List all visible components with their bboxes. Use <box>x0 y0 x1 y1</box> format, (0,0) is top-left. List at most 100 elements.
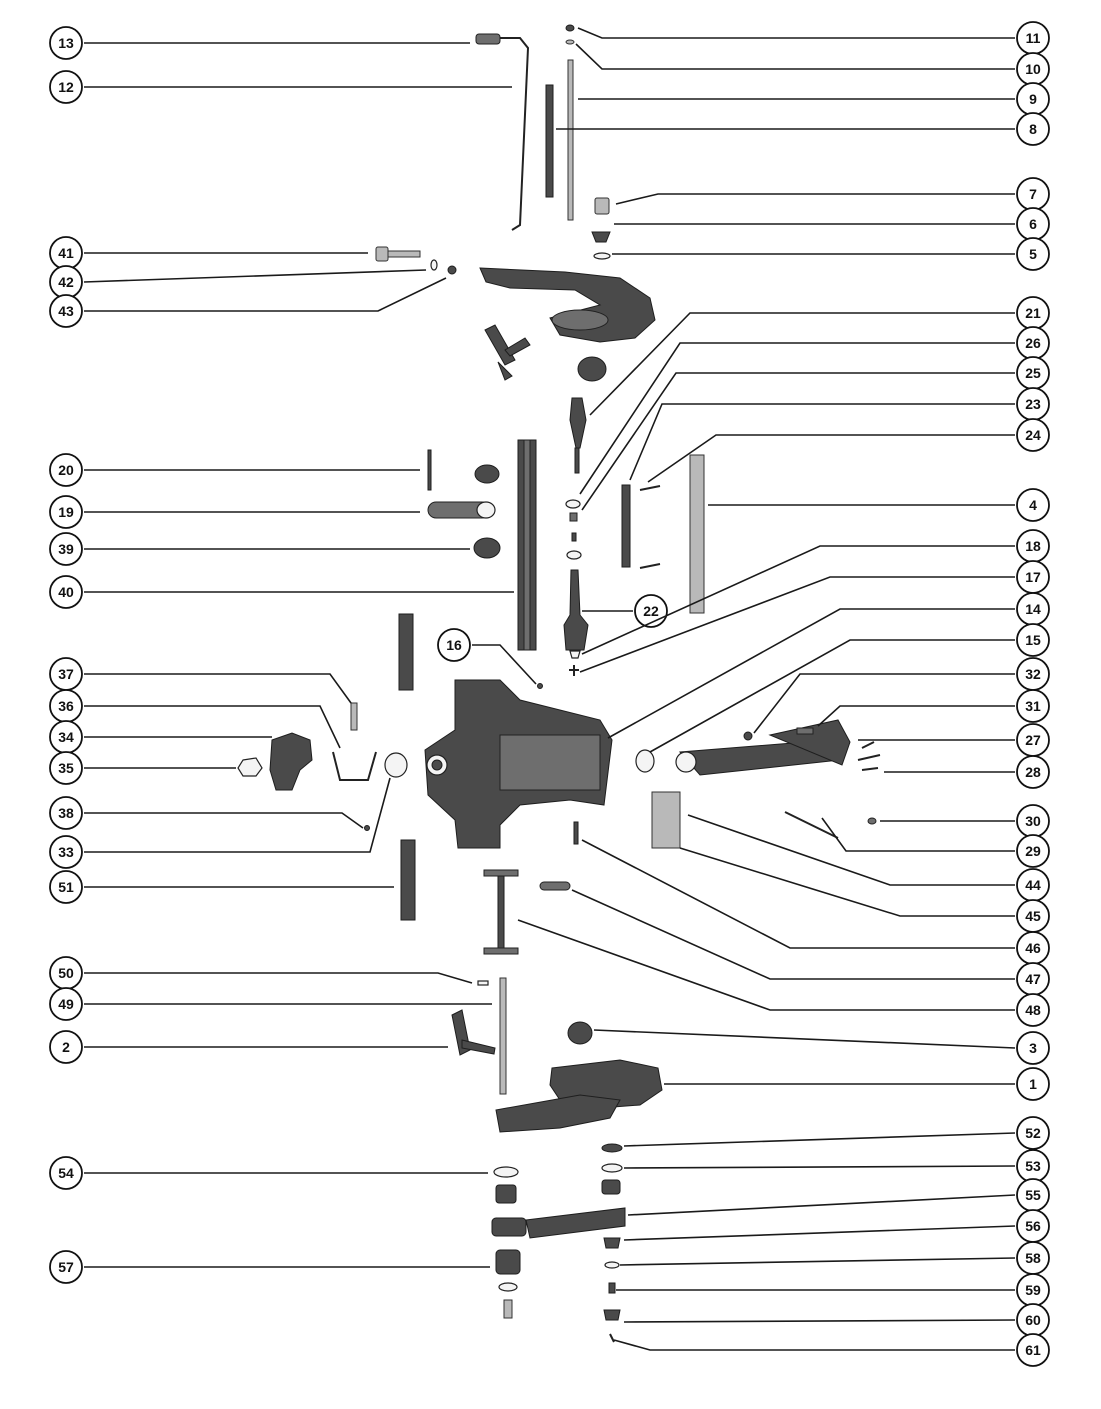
washer-part <box>565 39 575 45</box>
leader-line <box>571 889 1015 980</box>
callout-1: 1 <box>664 1067 1050 1101</box>
callout-31: 31 <box>817 689 1050 727</box>
leader-line <box>579 342 1015 495</box>
o-ring-part-b <box>566 550 582 560</box>
spring-part <box>427 501 496 519</box>
callout-number: 30 <box>1025 813 1041 829</box>
pin-part <box>427 449 432 491</box>
callout-bubble <box>49 495 83 529</box>
callout-35: 35 <box>49 751 236 785</box>
swivel-housing <box>424 679 613 849</box>
callout-number: 35 <box>58 760 74 776</box>
nut-part-6 <box>591 231 611 243</box>
nut-part-43 <box>447 265 457 275</box>
callout-number: 41 <box>58 245 74 261</box>
callout-3: 3 <box>593 1029 1050 1065</box>
callout-4: 4 <box>708 488 1050 522</box>
callout-48: 48 <box>517 919 1050 1027</box>
t-handle-upper <box>484 324 531 381</box>
callout-5: 5 <box>612 237 1050 271</box>
callout-51: 51 <box>49 870 394 904</box>
cotter-pin-lower <box>639 563 661 569</box>
callout-number: 58 <box>1025 1250 1041 1266</box>
shaft-part <box>545 84 554 198</box>
leader-line <box>84 972 473 984</box>
callout-number: 48 <box>1025 1002 1041 1018</box>
callout-bubble <box>1016 1333 1050 1367</box>
callout-number: 19 <box>58 504 74 520</box>
callout-number: 51 <box>58 879 74 895</box>
callout-number: 7 <box>1029 186 1037 202</box>
washer-part-5 <box>593 252 611 260</box>
plug-part <box>569 512 578 522</box>
callout-61: 61 <box>613 1333 1050 1367</box>
leader-line <box>517 919 1015 1011</box>
callout-number: 24 <box>1025 427 1041 443</box>
callout-34: 34 <box>49 720 272 754</box>
callout-number: 17 <box>1025 569 1041 585</box>
callout-number: 1 <box>1029 1076 1037 1092</box>
leader-line <box>581 372 1015 511</box>
link-arm-55 <box>491 1207 626 1239</box>
callout-25: 25 <box>581 356 1050 511</box>
pin-part-16 <box>537 683 543 689</box>
callout-26: 26 <box>579 326 1050 495</box>
leader-line <box>687 814 1015 886</box>
bolt-shank <box>387 250 421 258</box>
callout-54: 54 <box>49 1156 488 1190</box>
cross-part <box>569 665 579 676</box>
callout-bubble <box>49 796 83 830</box>
callout-bubble <box>49 1030 83 1064</box>
callout-number: 8 <box>1029 121 1037 137</box>
washer-part-52 <box>601 1143 623 1153</box>
callout-bubble <box>49 294 83 328</box>
callout-number: 42 <box>58 274 74 290</box>
bushing-part-39 <box>473 537 501 559</box>
screw-part-57 <box>503 1299 513 1319</box>
callout-bubble <box>1016 418 1050 452</box>
leader-line <box>623 1225 1016 1241</box>
callout-10: 10 <box>575 43 1050 86</box>
callout-number: 37 <box>58 666 74 682</box>
leader-line <box>84 705 341 749</box>
leader-line <box>84 812 364 829</box>
callout-number: 12 <box>58 79 74 95</box>
bolt-assembly-48 <box>483 869 519 955</box>
callout-21: 21 <box>589 296 1050 416</box>
callout-number: 53 <box>1025 1158 1041 1174</box>
leader-line <box>619 1257 1016 1266</box>
callout-55: 55 <box>627 1178 1050 1216</box>
sleeve-lower <box>400 839 416 921</box>
upper-clamp-bracket <box>479 267 656 343</box>
callout-number: 9 <box>1029 91 1037 107</box>
callout-number: 45 <box>1025 908 1041 924</box>
leader-line <box>679 847 1015 917</box>
callout-number: 15 <box>1025 632 1041 648</box>
callout-60: 60 <box>623 1303 1050 1337</box>
callout-number: 28 <box>1025 764 1041 780</box>
callout-number: 25 <box>1025 365 1041 381</box>
callout-2: 2 <box>49 1030 448 1064</box>
bolt-head <box>375 246 389 262</box>
callout-52: 52 <box>623 1116 1050 1150</box>
leader-line <box>581 545 1015 655</box>
washer-part-53 <box>601 1163 623 1173</box>
leader-line <box>84 777 391 853</box>
callout-50: 50 <box>49 956 473 990</box>
callout-bubble <box>49 751 83 785</box>
nut-part-35 <box>237 757 263 777</box>
leader-line <box>83 269 427 283</box>
piston-part <box>563 569 589 651</box>
callout-bubble <box>1016 112 1050 146</box>
callout-28: 28 <box>884 755 1050 789</box>
u-clip-part <box>332 751 377 781</box>
leader-line <box>589 312 1015 416</box>
callout-16: 16 <box>437 628 537 685</box>
callout-number: 21 <box>1025 305 1041 321</box>
callout-number: 3 <box>1029 1040 1037 1056</box>
cotter-pin-upper <box>639 485 661 491</box>
callout-8: 8 <box>556 112 1050 146</box>
leader-line <box>623 1319 1016 1323</box>
callout-17: 17 <box>579 560 1050 673</box>
callout-number: 36 <box>58 698 74 714</box>
